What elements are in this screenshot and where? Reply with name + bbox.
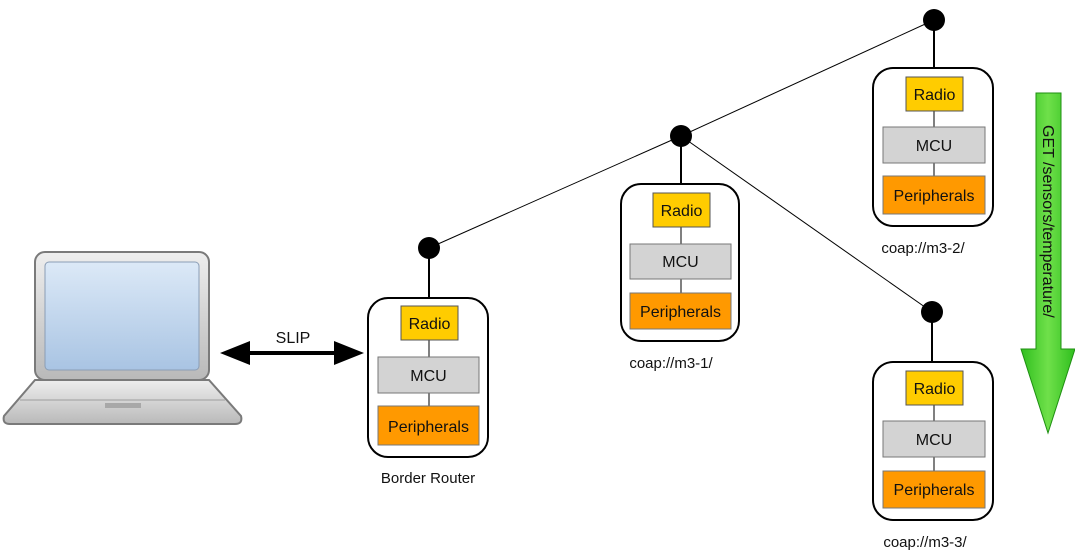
radio-label: Radio bbox=[914, 87, 956, 104]
antenna-icon bbox=[923, 9, 945, 31]
network-links bbox=[428, 19, 935, 313]
laptop-icon bbox=[2, 251, 243, 425]
request-arrow: GET /sensors/temperature/ bbox=[1020, 92, 1075, 435]
link-border-router-m3-1 bbox=[428, 135, 682, 249]
antenna-icon bbox=[418, 237, 440, 259]
antenna-icon bbox=[921, 301, 943, 323]
peripherals-label: Peripherals bbox=[894, 482, 975, 499]
peripherals-label: Peripherals bbox=[388, 419, 469, 436]
mcu-label: MCU bbox=[916, 138, 952, 155]
mcu-label: MCU bbox=[410, 368, 446, 385]
peripherals-label: Peripherals bbox=[894, 188, 975, 205]
radio-label: Radio bbox=[409, 316, 451, 333]
node-caption: coap://m3-1/ bbox=[629, 355, 713, 372]
node-caption: coap://m3-3/ bbox=[883, 534, 967, 551]
link-m3-1-m3-3 bbox=[680, 135, 933, 313]
mcu-label: MCU bbox=[916, 432, 952, 449]
slip-label: SLIP bbox=[276, 330, 311, 347]
link-m3-1-m3-2 bbox=[680, 19, 935, 137]
radio-label: Radio bbox=[914, 381, 956, 398]
node-m3-1: Radio MCU Peripherals coap://m3-1/ bbox=[620, 125, 740, 372]
slip-link: SLIP bbox=[220, 330, 364, 365]
antenna-icon bbox=[670, 125, 692, 147]
mcu-label: MCU bbox=[662, 254, 698, 271]
node-border-router: Radio MCU Peripherals Border Router bbox=[367, 237, 489, 487]
node-m3-2: Radio MCU Peripherals coap://m3-2/ bbox=[872, 9, 994, 257]
node-caption: Border Router bbox=[381, 470, 475, 487]
down-arrow-icon bbox=[1020, 92, 1075, 435]
request-label: GET /sensors/temperature/ bbox=[1039, 125, 1056, 318]
peripherals-label: Peripherals bbox=[640, 304, 721, 321]
radio-label: Radio bbox=[661, 203, 703, 220]
node-m3-3: Radio MCU Peripherals coap://m3-3/ bbox=[872, 301, 994, 551]
node-caption: coap://m3-2/ bbox=[881, 240, 965, 257]
